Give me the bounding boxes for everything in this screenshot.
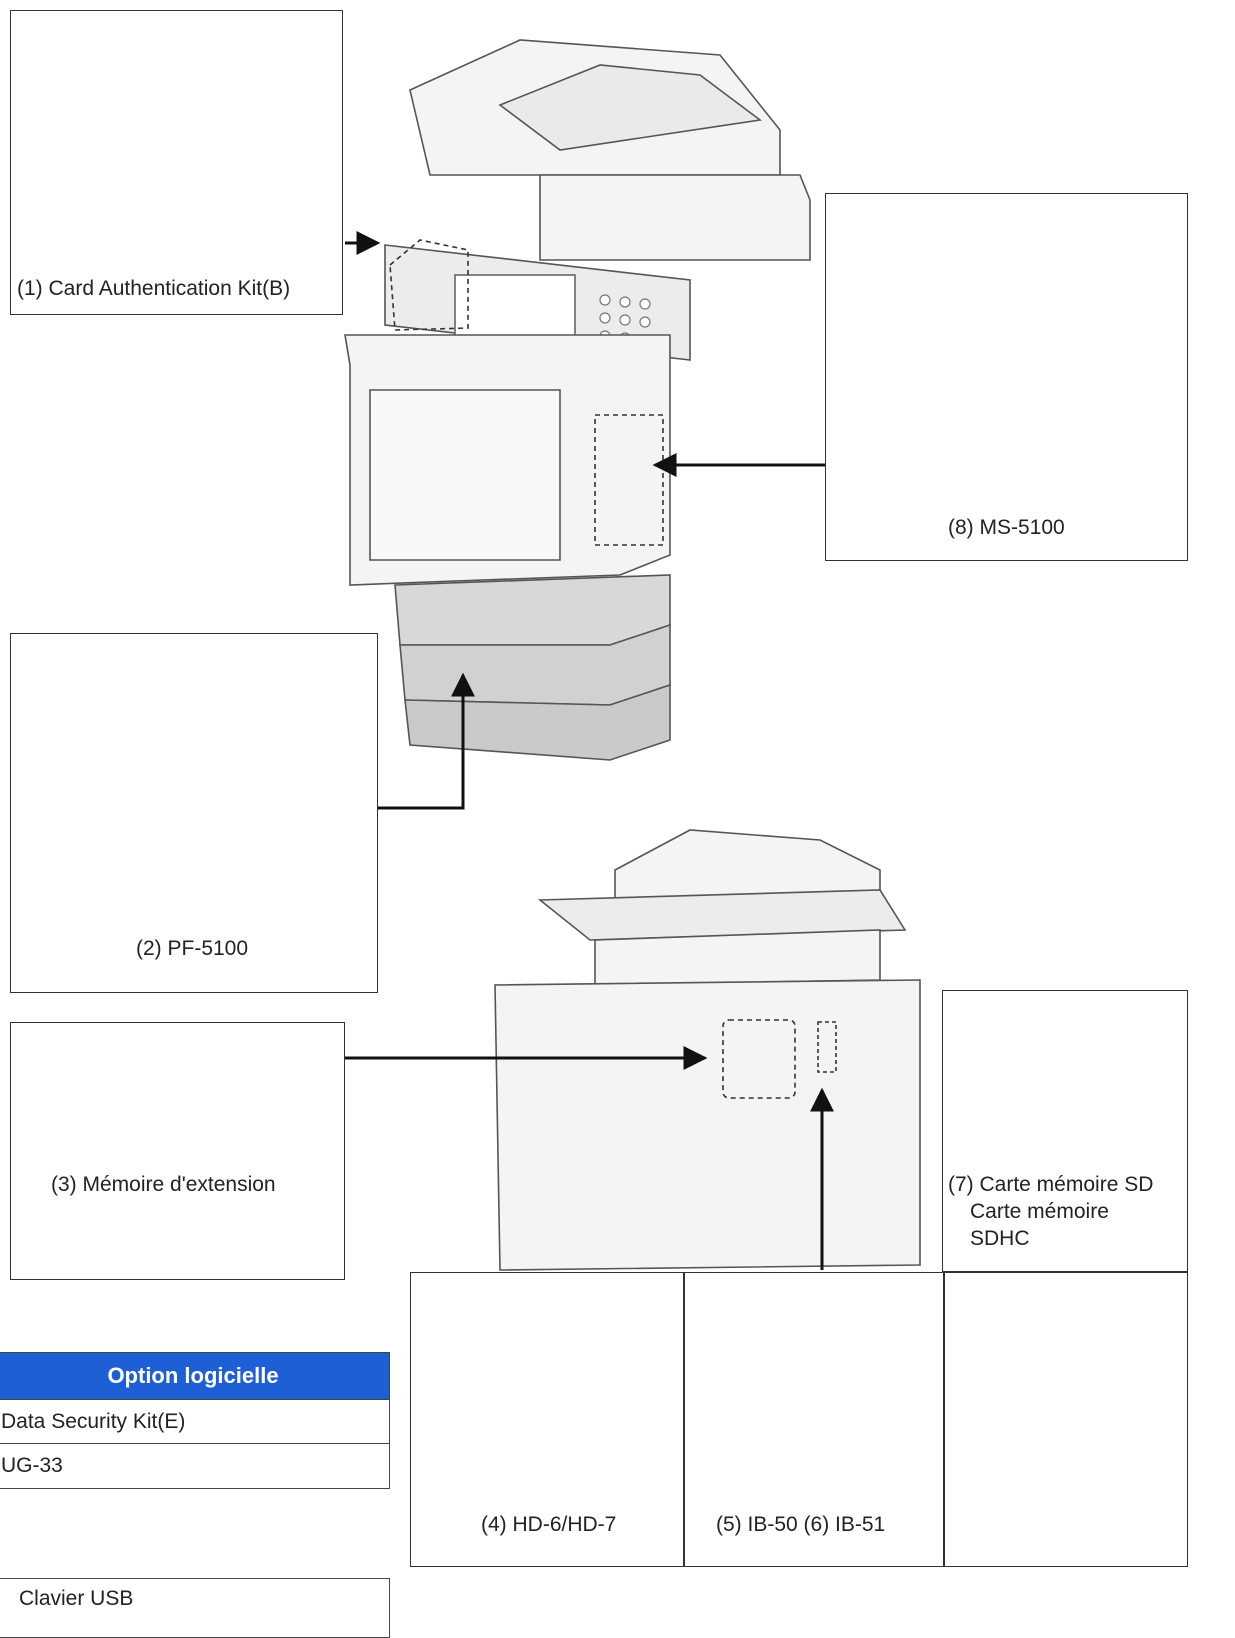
software-options-table: Option logicielle Data Security Kit(E) U… [0,1352,390,1489]
pf-label: (2) PF-5100 [136,937,249,960]
sd-label-line1: (7) Carte mémoire SD [948,1173,1154,1196]
software-options-header: Option logicielle [0,1353,389,1400]
arrows [345,231,834,1270]
ib-label: (5) IB-50 (6) IB-51 [716,1513,886,1536]
interface-cards-box: (4) HD-6/HD-7 (5) IB-50 (6) IB-51 [410,1272,1188,1567]
arrow-pf [378,672,475,810]
interface-divider-1 [683,1273,685,1566]
hdd-label: (4) HD-6/HD-7 [481,1513,617,1536]
main-printer-illustration [344,39,811,761]
usb-keyboard-label: Clavier USB [19,1587,134,1610]
software-option-row: Data Security Kit(E) [0,1400,389,1444]
usb-keyboard-box: Clavier USB [0,1578,390,1638]
sd-label: (7) Carte mémoire SD Carte mémoire SDHC [948,1171,1153,1252]
ms-box: (8) MS-5100 [825,193,1188,561]
interface-divider-2 [943,1273,945,1566]
memory-box: (3) Mémoire d'extension [10,1022,345,1280]
ms-label: (8) MS-5100 [948,516,1065,539]
rear-printer-illustration [494,829,921,1271]
pf-box: (2) PF-5100 [10,633,378,993]
card-auth-box: (1) Card Authentication Kit(B) [10,10,343,315]
software-option-row: UG-33 [0,1444,389,1488]
sd-box: (7) Carte mémoire SD Carte mémoire SDHC [942,990,1188,1272]
card-auth-label: (1) Card Authentication Kit(B) [17,277,291,300]
memory-label: (3) Mémoire d'extension [51,1173,276,1196]
sd-label-line3: SDHC [970,1227,1030,1250]
sd-label-line2: Carte mémoire [970,1200,1109,1223]
